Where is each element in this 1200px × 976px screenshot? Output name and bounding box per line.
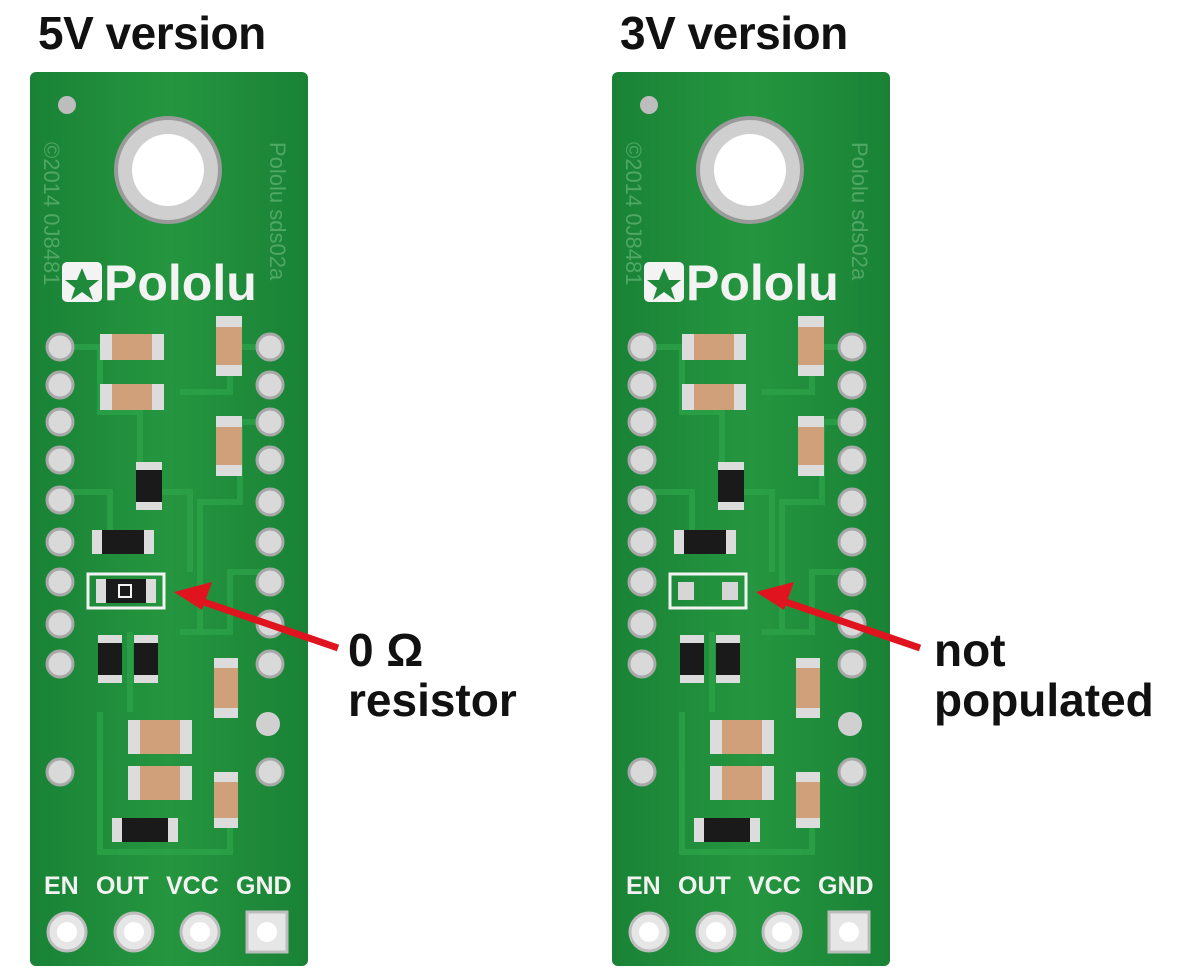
side-pads-left <box>45 332 75 787</box>
pololu-star-icon <box>644 262 684 302</box>
pololu-star-icon <box>62 262 102 302</box>
callout-not-populated: not populated <box>934 625 1154 725</box>
pin-label-en: EN <box>44 872 79 900</box>
logo-text: Pololu <box>686 255 839 311</box>
svg-text:Pololu sds02a: Pololu sds02a <box>847 142 872 281</box>
pin-label-gnd: GND <box>818 872 874 900</box>
logo-text: Pololu <box>104 255 257 311</box>
title-5v: 5V version <box>38 7 266 59</box>
resistor-footprint-empty <box>668 572 748 610</box>
silk-copyright-text: ©2014 0J8481 <box>39 142 64 285</box>
board-5v: Pololu sds02a ©2014 0J8481 Pololu <box>30 72 308 966</box>
pin-label-gnd: GND <box>236 872 292 900</box>
callout-line-2: populated <box>934 674 1154 726</box>
callout-line-1: not <box>934 624 1006 676</box>
svg-text:©2014 0J8481: ©2014 0J8481 <box>39 142 64 285</box>
pin-label-vcc: VCC <box>166 872 219 900</box>
resistor-footprint <box>86 572 166 610</box>
callout-line-2: resistor <box>348 674 517 726</box>
silk-side-text: Pololu sds02a <box>265 142 290 281</box>
silk-copyright-text: ©2014 0J8481 <box>621 142 646 285</box>
smd-components <box>92 316 242 842</box>
side-pads-left <box>627 332 657 787</box>
svg-text:©2014 0J8481: ©2014 0J8481 <box>621 142 646 285</box>
pin-label-out: OUT <box>678 872 731 900</box>
pin-label-out: OUT <box>96 872 149 900</box>
pin-label-en: EN <box>626 872 661 900</box>
svg-text:Pololu sds02a: Pololu sds02a <box>265 142 290 281</box>
title-3v: 3V version <box>620 7 848 59</box>
callout-0-ohm-resistor: 0 Ω resistor <box>348 625 517 725</box>
smd-components <box>674 316 824 842</box>
pin-label-vcc: VCC <box>748 872 801 900</box>
board-3v: Pololu sds02a ©2014 0J8481 Pololu <box>612 72 890 966</box>
callout-line-1: 0 Ω <box>348 624 424 676</box>
silk-side-text: Pololu sds02a <box>847 142 872 281</box>
